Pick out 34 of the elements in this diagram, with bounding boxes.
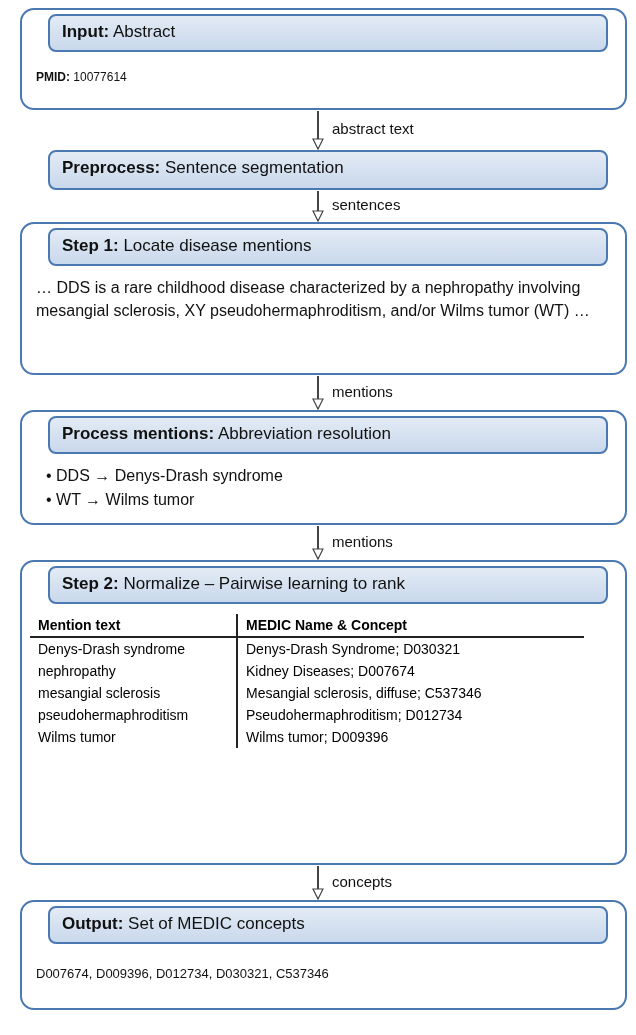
- table-cell: Mention text: [30, 614, 237, 637]
- box-heading: Output: Set of MEDIC concepts: [48, 906, 608, 944]
- table-cell: Mesangial sclerosis, diffuse; C537346: [237, 682, 584, 704]
- table-cell: pseudohermaphroditism: [30, 704, 237, 726]
- process-box: [20, 900, 627, 1010]
- bullet-item: • WT → Wilms tumor: [46, 490, 196, 510]
- box-heading: Process mentions: Abbreviation resolution: [48, 416, 608, 454]
- box-heading: Step 2: Normalize – Pairwise learning to rank: [48, 566, 608, 604]
- process-box: [20, 410, 627, 525]
- box-heading: Input: Abstract: [48, 14, 608, 52]
- table-cell: Denys-Drash syndrome: [30, 637, 237, 660]
- table-cell: MEDIC Name & Concept: [237, 614, 584, 637]
- box-heading: Step 1: Locate disease mentions: [48, 228, 608, 266]
- arrow: [312, 865, 324, 900]
- table-cell: mesangial sclerosis: [30, 682, 237, 704]
- process-box: [20, 222, 627, 375]
- box-text: D007674, D009396, D012734, D030321, C537346: [36, 965, 330, 983]
- box-text: PMID: 10077614: [36, 69, 128, 86]
- arrow: [312, 110, 324, 150]
- bullet-item: • DDS → Denys-Drash syndrome: [46, 466, 283, 486]
- edge-label: abstract text: [330, 120, 416, 137]
- arrow: [312, 525, 324, 560]
- box-text: … DDS is a rare childhood disease characterized by a nephropathy involving mesangial sclerosis, XY pseudohermaphroditism, and/or Wilms tumor (WT) …: [36, 278, 591, 321]
- table-cell: nephropathy: [30, 660, 237, 682]
- process-box: [20, 8, 627, 110]
- table-cell: Denys-Drash Syndrome; D030321: [237, 637, 584, 660]
- table-cell: Wilms tumor; D009396: [237, 726, 584, 748]
- arrow: [312, 375, 324, 410]
- process-step-tab: Preprocess: Sentence segmentation: [48, 150, 608, 190]
- arrow: [312, 190, 324, 222]
- table-cell: Kidney Diseases; D007674: [237, 660, 584, 682]
- table-cell: Wilms tumor: [30, 726, 237, 748]
- table-cell: Pseudohermaphroditism; D012734: [237, 704, 584, 726]
- process-box: [20, 560, 627, 865]
